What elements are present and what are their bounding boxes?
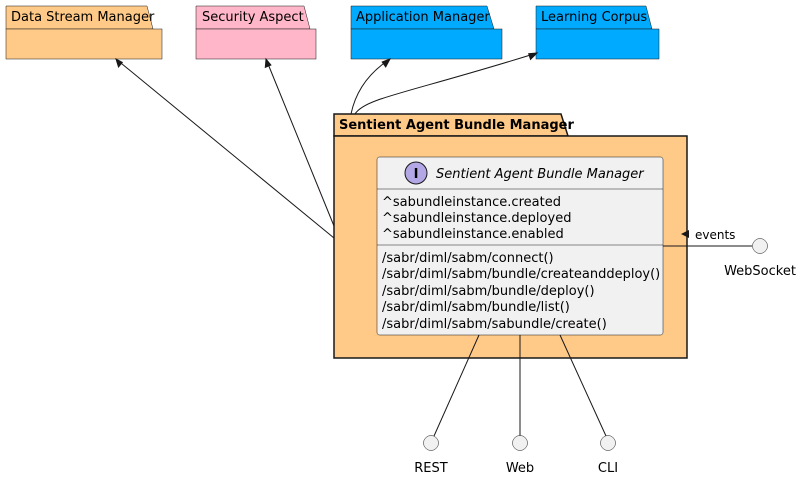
class-method: /sabr/diml/sabm/connect() [382,251,554,266]
class-method: /sabr/diml/sabm/bundle/createanddeploy() [382,267,660,282]
endpoint-websocket[interactable]: events WebSocket [663,228,796,279]
endpoint-rest[interactable]: REST [414,334,480,476]
rest-connector [433,334,480,437]
class-title: Sentient Agent Bundle Manager [436,167,645,182]
interface-badge-letter: I [414,167,419,182]
interface-class-sentient-agent-bundle-manager[interactable]: I Sentient Agent Bundle Manager ^sabundl… [376,156,664,336]
events-label: events [695,228,735,242]
package-label: Sentient Agent Bundle Manager [339,118,574,133]
arrowhead [381,58,392,68]
websocket-interface-icon [752,238,768,254]
package-body [535,28,660,60]
arrowhead [264,57,272,69]
package-label: Security Aspect [202,10,304,25]
cli-label: CLI [598,461,618,476]
interface-badge-icon [404,161,428,185]
cli-interface-icon [600,435,616,451]
package-security-aspect[interactable]: Security Aspect [195,5,317,60]
endpoint-web[interactable]: Web [506,335,534,476]
class-event: ^sabundleinstance.created [382,195,561,210]
class-method: /sabr/diml/sabm/bundle/deploy() [382,284,595,299]
arrowhead [115,57,124,69]
edge-to-learning-corpus [354,52,538,115]
package-data-stream-manager[interactable]: Data Stream Manager [5,5,163,60]
rest-label: REST [414,461,447,476]
endpoint-cli[interactable]: CLI [559,334,618,476]
package-body [5,28,163,60]
class-event: ^sabundleinstance.enabled [382,227,564,242]
edge-to-security-aspect [265,58,335,227]
package-application-manager[interactable]: Application Manager [350,5,503,60]
class-method: /sabr/diml/sabm/sabundle/create() [382,317,607,332]
package-body [350,28,503,60]
package-body [195,28,317,60]
class-event: ^sabundleinstance.deployed [382,211,571,226]
web-interface-icon [512,435,528,451]
arrowhead [528,52,539,61]
events-direction-arrow [681,230,689,238]
edge-to-application-manager [350,58,391,115]
package-label: Learning Corpus [541,10,647,25]
package-label: Data Stream Manager [11,10,155,25]
cli-connector [559,334,607,437]
dependency-edges [115,52,539,239]
package-learning-corpus[interactable]: Learning Corpus [535,5,660,60]
class-method: /sabr/diml/sabm/bundle/list() [382,300,570,315]
package-label: Application Manager [356,10,490,25]
rest-interface-icon [423,435,439,451]
web-label: Web [506,461,534,476]
websocket-label: WebSocket [724,264,796,279]
edge-to-data-stream-manager [115,58,335,239]
